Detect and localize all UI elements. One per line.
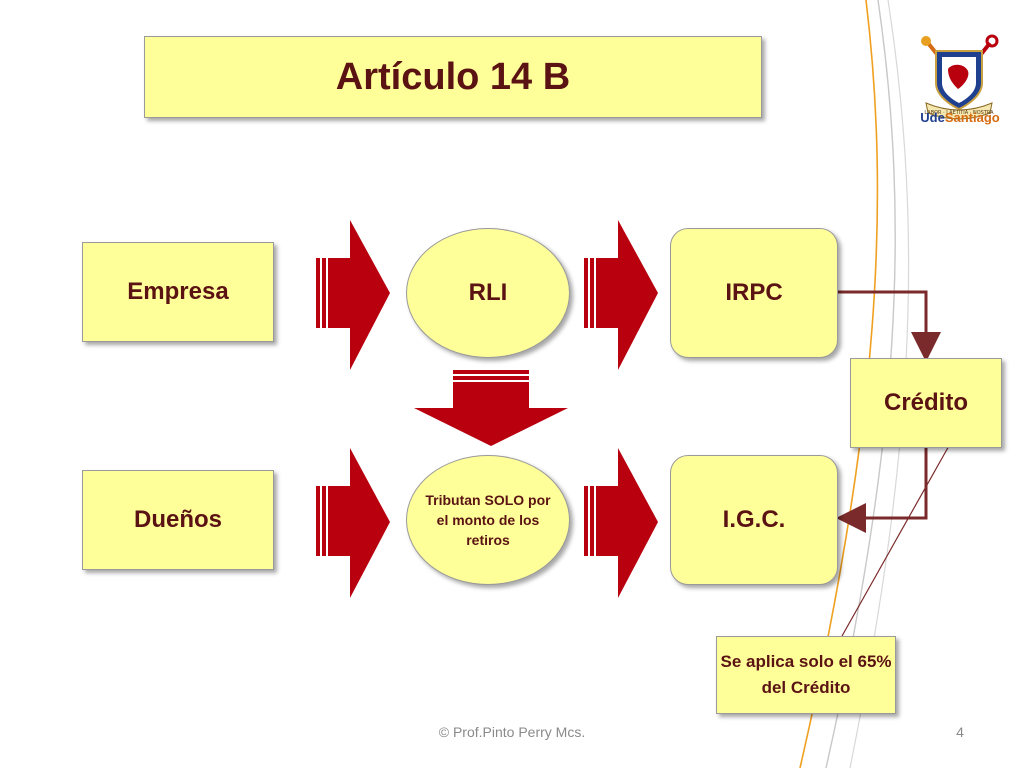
callout-line	[841, 443, 951, 637]
logo-motto: LABOR · LAETITIA · NOSTRA	[924, 110, 994, 116]
arrow-duenos-tributan	[316, 448, 390, 598]
logo-prefix: Ude	[920, 110, 945, 125]
connector-credito-igc	[836, 448, 928, 533]
node-igc: I.G.C.	[670, 455, 838, 585]
node-rli: RLI	[406, 228, 570, 358]
gray-curve	[825, 0, 896, 768]
node-empresa: Empresa	[82, 242, 274, 342]
node-irpc: IRPC	[670, 228, 838, 358]
arrow-tributan-igc	[584, 448, 658, 598]
arrow-rli-irpc	[584, 220, 658, 370]
footer-credit: © Prof.Pinto Perry Mcs.	[438, 724, 586, 740]
orange-curve	[799, 0, 879, 768]
node-credito: Crédito	[850, 358, 1002, 448]
logo-wordmark: UdeSantiago	[910, 110, 1010, 132]
slide-title: Artículo 14 B	[144, 36, 762, 118]
arrow-empresa-rli	[316, 220, 390, 370]
lion-icon	[948, 64, 969, 89]
page-number: 4	[956, 724, 964, 740]
arrow-rli-tributan	[414, 370, 568, 446]
note-credito-65: Se aplica solo el 65% del Crédito	[716, 636, 896, 714]
university-logo: LABOR · LAETITIA · NOSTRA	[921, 34, 999, 120]
logo-name: Santiago	[944, 110, 1000, 125]
node-duenos: Dueños	[82, 470, 274, 570]
connector-irpc-credito	[838, 290, 941, 362]
node-tributan: Tributan SOLO por el monto de los retiro…	[406, 455, 570, 585]
